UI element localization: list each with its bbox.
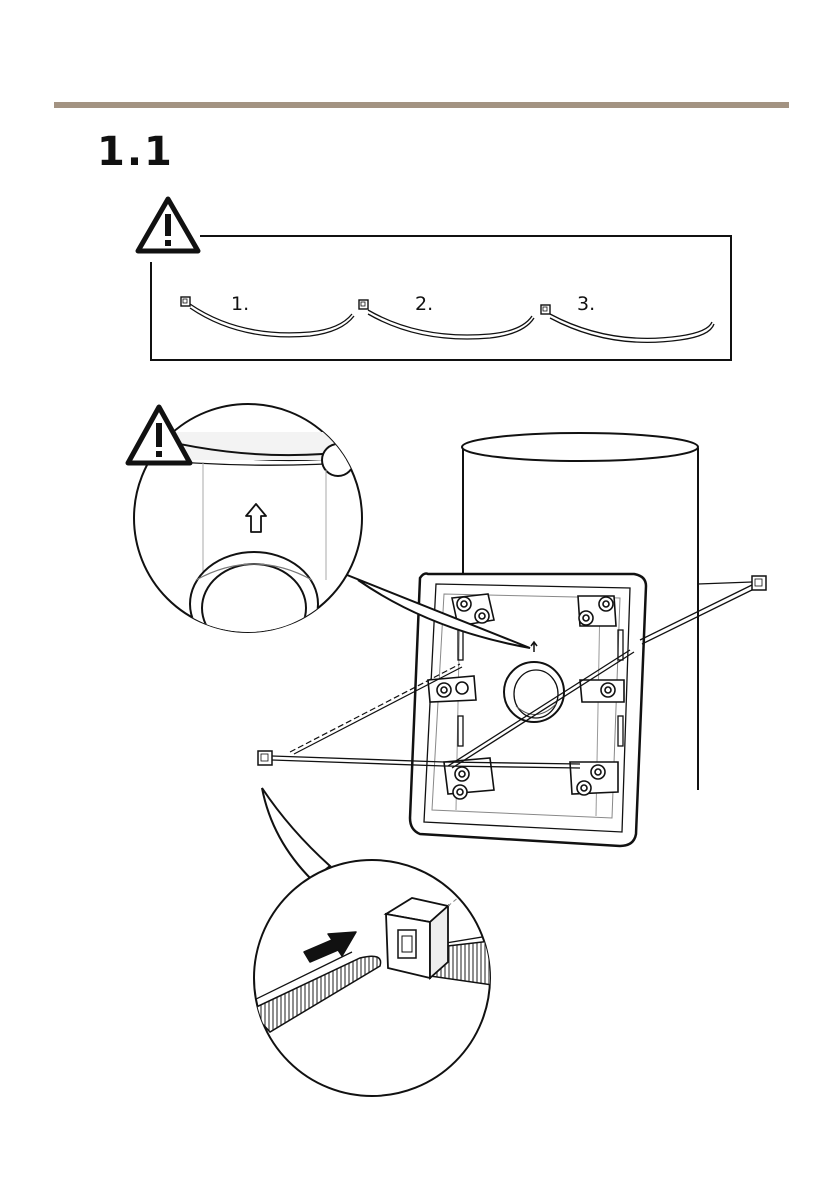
cable-tie-step-1 xyxy=(181,297,354,337)
cable-tie-step-2 xyxy=(359,300,534,339)
warning-triangle-icon xyxy=(138,199,198,251)
step-label-1: 1. xyxy=(231,293,249,315)
step-label-2: 2. xyxy=(415,293,433,315)
tie-sequence-panel: 1. 2. 3. xyxy=(138,199,731,360)
cable-tie-step-3 xyxy=(541,305,714,342)
step-label-3: 3. xyxy=(577,293,595,315)
